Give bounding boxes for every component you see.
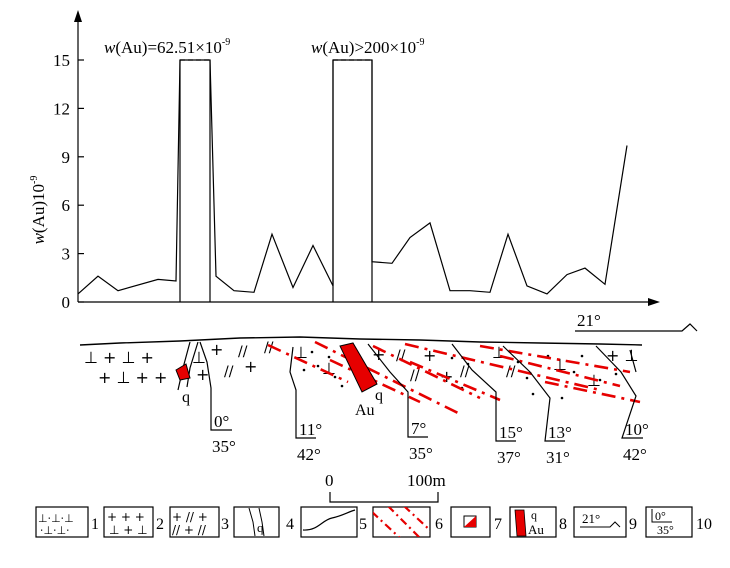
- svg-text://: //: [396, 348, 406, 364]
- dip-direction-label: 15°: [499, 423, 523, 442]
- legend-number-4: 4: [286, 516, 294, 533]
- svg-text:⊥⋅⊥⋅⊥: ⊥⋅⊥⋅⊥: [38, 512, 74, 525]
- y-tick-label: 0: [62, 293, 71, 312]
- svg-text:⋅⊥⋅⊥⋅: ⋅⊥⋅⊥⋅: [40, 524, 70, 537]
- gneiss-symbols: // // // // // // //: [224, 340, 516, 384]
- svg-text:+ // +: + // +: [172, 510, 208, 524]
- legend-swatch-9: 21°: [573, 506, 627, 538]
- dip-direction-label: 7°: [411, 419, 426, 438]
- legend-number-6: 6: [435, 516, 443, 533]
- scale-end: 100m: [407, 471, 446, 490]
- dip-angle-label: 35°: [409, 444, 433, 463]
- peak-verticals: [179, 60, 373, 302]
- svg-text:+: +: [244, 357, 257, 376]
- scale-start: 0: [325, 471, 334, 490]
- legend-number-3: 3: [221, 516, 229, 533]
- top-dip-label: 21°: [577, 311, 601, 330]
- gold-content-chart: 0 3 6 9 12 15 w(Au)10-9 w(Au)=62.51×10-9 w(Au…: [29, 10, 660, 312]
- svg-text:+ + +: + + +: [107, 510, 145, 524]
- scale-line: [329, 492, 439, 503]
- gold-ore-body: [339, 342, 378, 393]
- y-tick-label: 3: [62, 245, 71, 264]
- top-dip-symbol: [575, 323, 698, 332]
- legend-number-5: 5: [359, 516, 367, 533]
- legend-swatch-7: [450, 506, 491, 538]
- ore-vein-label: q: [375, 387, 383, 404]
- legend-number-9: 9: [629, 516, 637, 533]
- svg-text://: //: [460, 364, 470, 380]
- legend-vein-q: q: [257, 520, 264, 535]
- y-tick-label: 6: [62, 196, 71, 215]
- svg-text:⊥ + ⊥ +: ⊥ + ⊥ +: [84, 348, 154, 367]
- y-tick-label: 12: [53, 99, 70, 118]
- legend-ang-10: 35°: [657, 523, 674, 537]
- dip-angle-label: 42°: [297, 445, 321, 464]
- dip-direction-label: 0°: [214, 412, 229, 431]
- small-ore-body: [175, 363, 191, 381]
- legend-swatch-5: [300, 506, 358, 538]
- legend: ⊥⋅⊥⋅⊥ ⋅⊥⋅⊥⋅ 1 + + + ⊥ + ⊥ 2 + // + // + …: [35, 506, 712, 538]
- y-tick-label: 15: [53, 51, 70, 70]
- y-axis-label: w(Au)10-9: [29, 176, 48, 245]
- geologic-cross-section: 21° ⊥ + ⊥ + + ⊥ + + ⊥ + + + ⊥ ⊥ + + + ⊥ …: [79, 311, 698, 467]
- svg-text://: //: [264, 340, 274, 356]
- legend-ore-au: Au: [528, 522, 544, 537]
- dip-angle-label: 31°: [546, 448, 570, 467]
- dip-direction-label: 10°: [625, 420, 649, 439]
- legend-dip-9: 21°: [582, 511, 600, 526]
- legend-number-10: 10: [696, 516, 712, 533]
- svg-text:// + //: // + //: [172, 523, 207, 537]
- dip-direction-label: 13°: [548, 423, 572, 442]
- svg-text://: //: [506, 364, 516, 380]
- legend-number-1: 1: [91, 516, 99, 533]
- svg-text:+: +: [423, 346, 436, 365]
- legend-ore-q: q: [531, 508, 537, 522]
- legend-dir-10: 0°: [655, 509, 666, 523]
- legend-swatch-10: 0° 35°: [645, 506, 693, 538]
- svg-text://: //: [410, 368, 420, 384]
- dip-angle-label: 37°: [497, 448, 521, 467]
- dip-angle-label: 42°: [623, 445, 647, 464]
- vein-label: q: [182, 389, 190, 406]
- alteration-zones: [267, 340, 641, 416]
- attitude-labels: 0° 35° 11° 42° 7° 35° 15° 37° 13° 31° 10° 42°: [212, 412, 649, 467]
- ore-label: Au: [355, 402, 375, 419]
- svg-text:+ ⊥ + +: + ⊥ + +: [98, 368, 167, 387]
- y-axis-arrow: [74, 10, 82, 22]
- dip-direction-label: 11°: [299, 420, 322, 439]
- legend-number-8: 8: [559, 516, 567, 533]
- svg-text:⊥: ⊥: [192, 348, 206, 367]
- legend-number-2: 2: [156, 516, 164, 533]
- peak-annotation-1: w(Au)=62.51×10-9: [104, 37, 230, 57]
- legend-swatch-4: q: [233, 506, 280, 538]
- legend-swatch-2: + + + ⊥ + ⊥: [103, 506, 154, 538]
- dip-angle-label: 35°: [212, 437, 236, 456]
- ground-surface: [79, 336, 643, 346]
- svg-text:⊥: ⊥: [492, 343, 506, 362]
- peak-annotation-2: w(Au)>200×10-9: [311, 37, 424, 57]
- legend-swatch-3: + // + // + //: [169, 506, 220, 538]
- series-line: [77, 59, 628, 295]
- svg-text:+: +: [210, 340, 223, 359]
- legend-number-7: 7: [494, 516, 502, 533]
- svg-text:⊥: ⊥: [322, 359, 336, 378]
- legend-swatch-8: q Au: [509, 506, 557, 538]
- x-axis-arrow: [648, 298, 660, 306]
- svg-text://: //: [238, 344, 248, 360]
- legend-swatch-1: ⊥⋅⊥⋅⊥ ⋅⊥⋅⊥⋅: [35, 506, 89, 538]
- svg-text://: //: [224, 364, 234, 380]
- legend-swatch-6: [372, 506, 431, 538]
- y-tick-label: 9: [62, 148, 71, 167]
- fault-lines: [177, 341, 643, 442]
- svg-text:⊥ + ⊥: ⊥ + ⊥: [109, 523, 148, 537]
- svg-text:+: +: [196, 365, 209, 384]
- scale-bar: 0 100m: [325, 471, 446, 503]
